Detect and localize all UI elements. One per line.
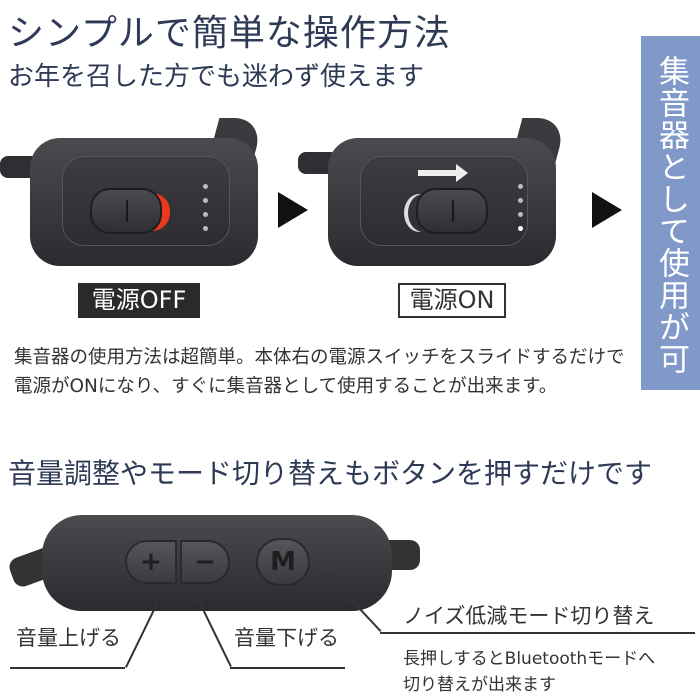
section-heading: 音量調整やモード切り替えもボタンを押すだけです bbox=[8, 457, 653, 490]
volume-up-button[interactable]: + bbox=[125, 540, 177, 584]
slide-arrow-icon bbox=[418, 170, 458, 176]
volume-down-button[interactable]: − bbox=[180, 540, 230, 584]
device-buttons-image: + − M bbox=[0, 510, 420, 615]
volume-down-caption: 音量下げる bbox=[234, 626, 339, 650]
side-banner: 集音器として使用が可能 bbox=[594, 36, 700, 390]
power-on-label: 電源ON bbox=[398, 283, 506, 318]
callout-line bbox=[380, 632, 695, 634]
noise-note-line1: 長押しするとBluetoothモードへ bbox=[403, 649, 656, 669]
volume-up-caption: 音量上げる bbox=[16, 626, 121, 650]
arrow-right-icon bbox=[278, 192, 308, 228]
page-title: シンプルで簡単な操作方法 bbox=[8, 13, 451, 54]
arrow-right-icon bbox=[592, 192, 622, 228]
page-subtitle: お年を召した方でも迷わず使えます bbox=[8, 62, 425, 92]
mode-button[interactable]: M bbox=[256, 538, 310, 586]
description-text: 集音器の使用方法は超簡単。本体右の電源スイッチをスライドするだけで電源がONにな… bbox=[14, 347, 625, 397]
device-off-image bbox=[0, 118, 265, 273]
device-on-image bbox=[298, 118, 568, 273]
callout-line bbox=[10, 667, 125, 669]
noise-mode-caption: ノイズ低減モード切り替え bbox=[403, 604, 655, 628]
noise-note-line2: 切り替えが出来ます bbox=[403, 675, 556, 695]
power-off-label: 電源OFF bbox=[78, 283, 200, 318]
callout-line bbox=[230, 667, 345, 669]
